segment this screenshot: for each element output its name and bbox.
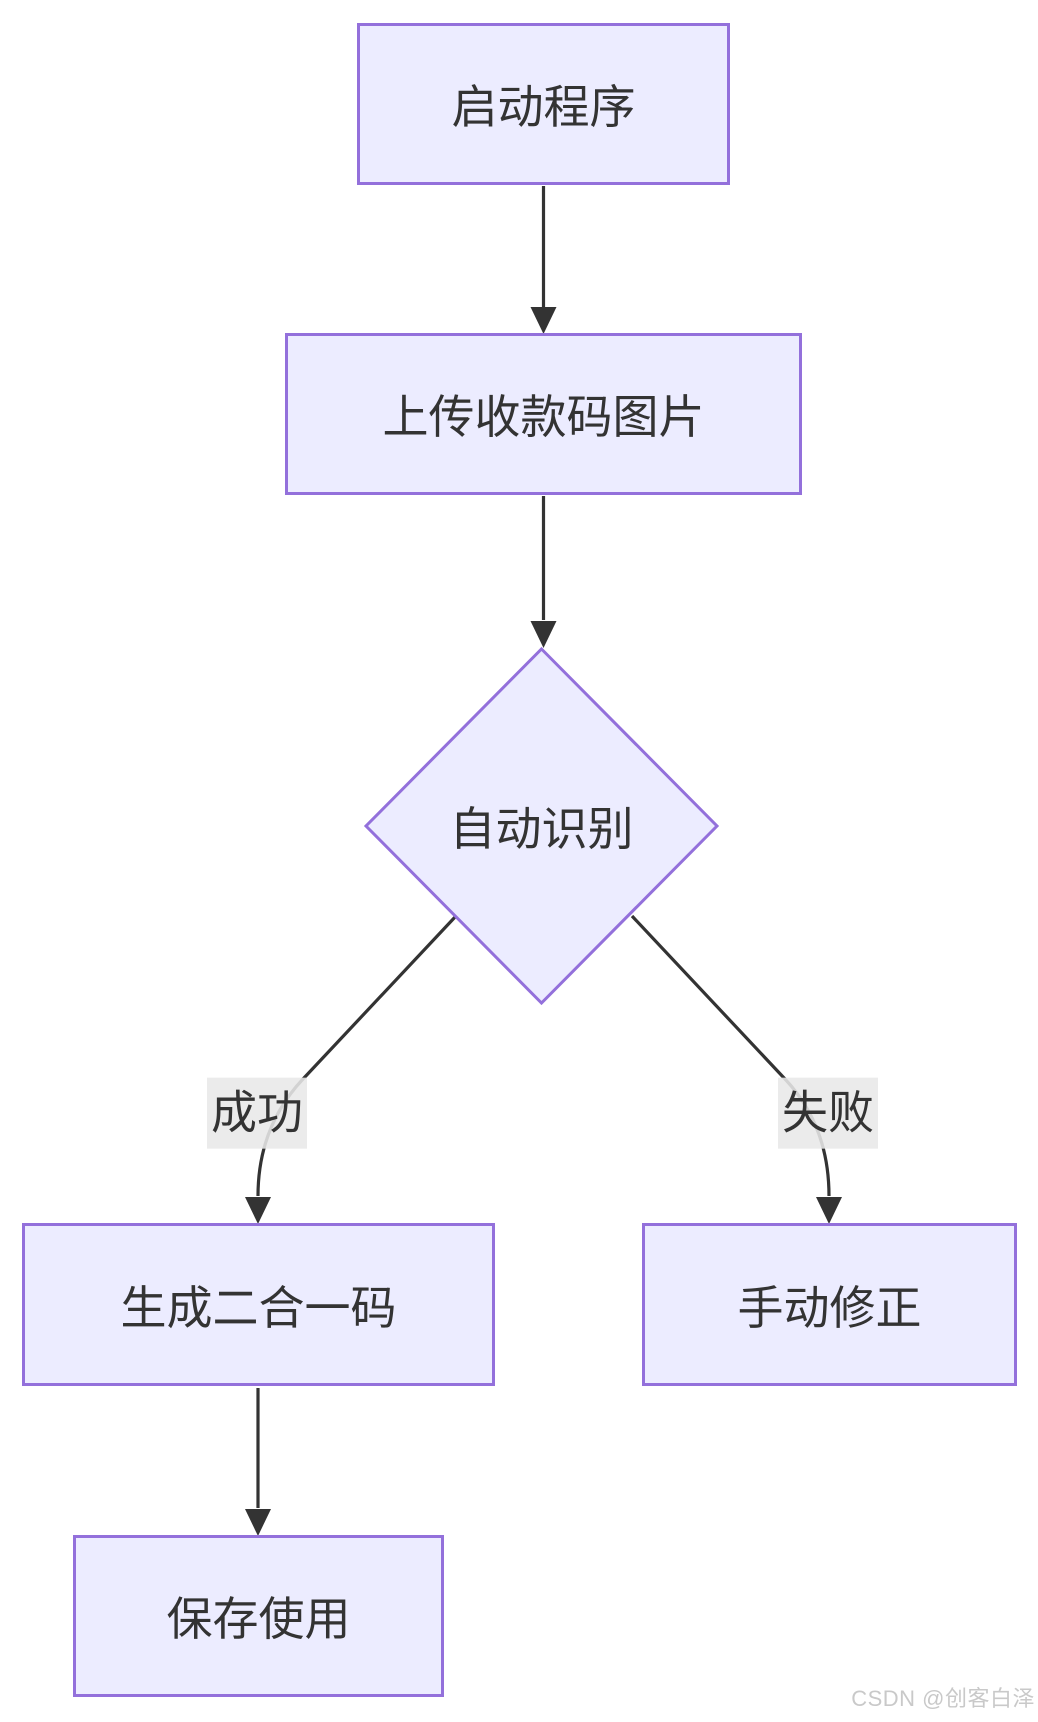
edge-label-failure: 失败: [778, 1077, 878, 1149]
node-save: 保存使用: [73, 1535, 444, 1697]
node-recognize: 自动识别: [366, 649, 717, 1003]
node-recognize-diamond-shape: [363, 646, 720, 1006]
watermark-text: CSDN @创客白泽: [851, 1686, 1035, 1711]
edge-label-success-text: 成功: [211, 1086, 303, 1139]
node-generate-label: 生成二合一码: [120, 1281, 397, 1334]
node-upload: 上传收款码图片: [285, 333, 802, 495]
arrowhead-into-generate: [245, 1197, 271, 1224]
edge-label-failure-text: 失败: [782, 1086, 874, 1139]
node-recognize-label: 自动识别: [449, 803, 634, 855]
node-start: 启动程序: [357, 23, 730, 185]
node-start-label: 启动程序: [451, 81, 636, 133]
arrowhead-into-upload: [530, 307, 557, 334]
node-save-label: 保存使用: [166, 1593, 351, 1645]
node-generate: 生成二合一码: [22, 1223, 495, 1386]
arrowhead-into-manual: [816, 1197, 842, 1224]
edge-label-success: 成功: [207, 1077, 307, 1149]
arrowhead-into-recognize: [530, 621, 557, 648]
node-manual: 手动修正: [642, 1223, 1017, 1386]
arrowhead-into-save: [245, 1509, 271, 1536]
node-manual-label: 手动修正: [737, 1281, 922, 1334]
watermark: CSDN @创客白泽: [851, 1681, 1035, 1713]
node-upload-label: 上传收款码图片: [382, 391, 705, 443]
